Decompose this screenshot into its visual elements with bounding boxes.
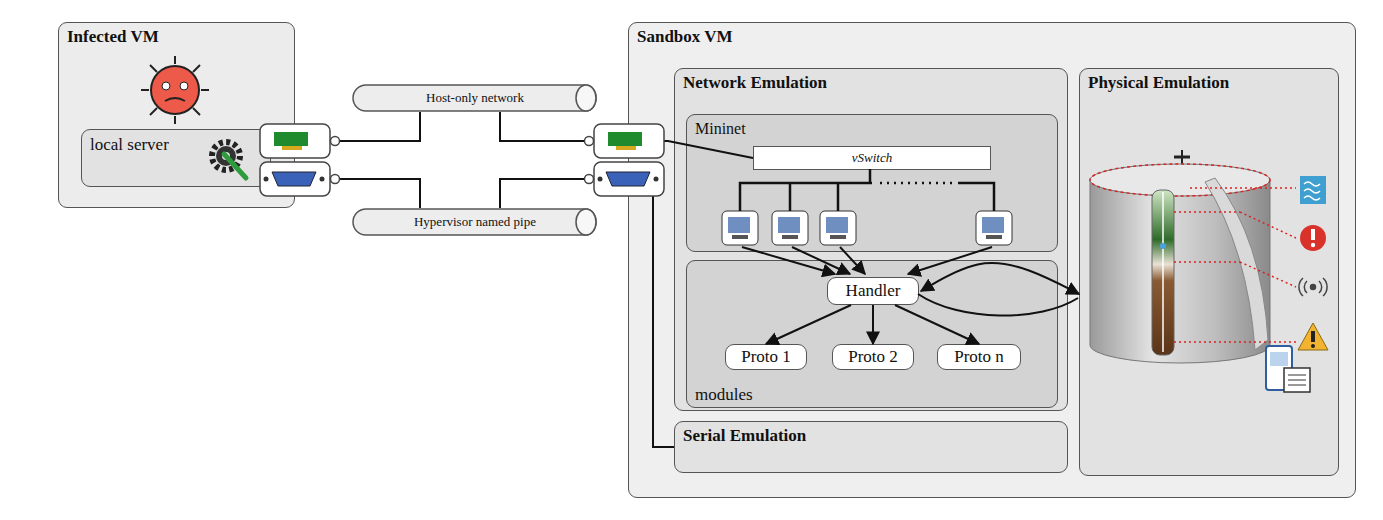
vm-panel: Sandbox VM Network EmulationMininet vSwitc… [628, 22, 1356, 498]
vm-panel: Infected VM local server [58, 22, 295, 208]
pipe-body [353, 85, 596, 111]
node-label: Proto n [954, 347, 1004, 367]
panel-title: Serial Emulation [683, 426, 806, 446]
link-line [295, 179, 420, 208]
pipe-end [576, 85, 596, 111]
node-label: Proto 2 [848, 347, 898, 367]
protocol-box: Proto n [937, 344, 1021, 370]
pipe-end [576, 209, 596, 235]
panel-title: Physical Emulation [1088, 73, 1229, 93]
mininet-box: Mininet vSwitch [686, 114, 1058, 252]
node-label: Host-only network [426, 90, 524, 106]
pipe-shape: Hypervisor named pipe [352, 208, 598, 236]
serial-port-icon [585, 162, 665, 196]
switch-bus [740, 169, 994, 211]
handler-box: Handler [827, 277, 919, 305]
node-label: Hypervisor named pipe [414, 214, 536, 230]
pipe-shape: Host-only network [352, 84, 598, 112]
flow-arrow [921, 263, 1079, 294]
gear-icon [212, 142, 246, 178]
virus-icon [141, 56, 209, 124]
flow-arrow [872, 305, 874, 344]
switch-box: vSwitch [753, 146, 991, 170]
emulation-panel: Physical Emulation [1079, 68, 1339, 476]
panel-title: Sandbox VM [637, 27, 733, 47]
network-card-icon [260, 124, 340, 158]
feedback-curve [918, 294, 1078, 316]
flow-arrow [895, 305, 979, 344]
serial-port-icon [260, 162, 340, 196]
node-label: local server [90, 135, 169, 155]
panel-title: Infected VM [67, 27, 159, 47]
node-label: Handler [846, 281, 901, 301]
emulation-panel: Serial Emulation [674, 421, 1068, 473]
flow-arrow [766, 305, 851, 344]
server-box: local server [81, 129, 271, 187]
node-label: modules [695, 385, 753, 405]
tank-illustration [1090, 150, 1328, 392]
modules-box: modules HandlerProto 1 Proto 2 Proto n [686, 260, 1058, 408]
node-label: Proto 1 [741, 347, 791, 367]
link-line [500, 112, 753, 158]
protocol-box: Proto 1 [725, 344, 807, 370]
node-label: vSwitch [852, 150, 892, 166]
link-line [295, 112, 420, 141]
protocol-box: Proto 2 [832, 344, 914, 370]
host-arrows [742, 247, 992, 274]
link-line [500, 179, 674, 447]
node-label: Mininet [695, 120, 746, 138]
panel-title: Network Emulation [683, 73, 827, 93]
emulation-panel: Network EmulationMininet vSwitch modules Ha… [674, 68, 1068, 411]
network-card-icon [585, 124, 665, 158]
pipe-body [353, 209, 596, 235]
host-icons [722, 211, 1012, 245]
